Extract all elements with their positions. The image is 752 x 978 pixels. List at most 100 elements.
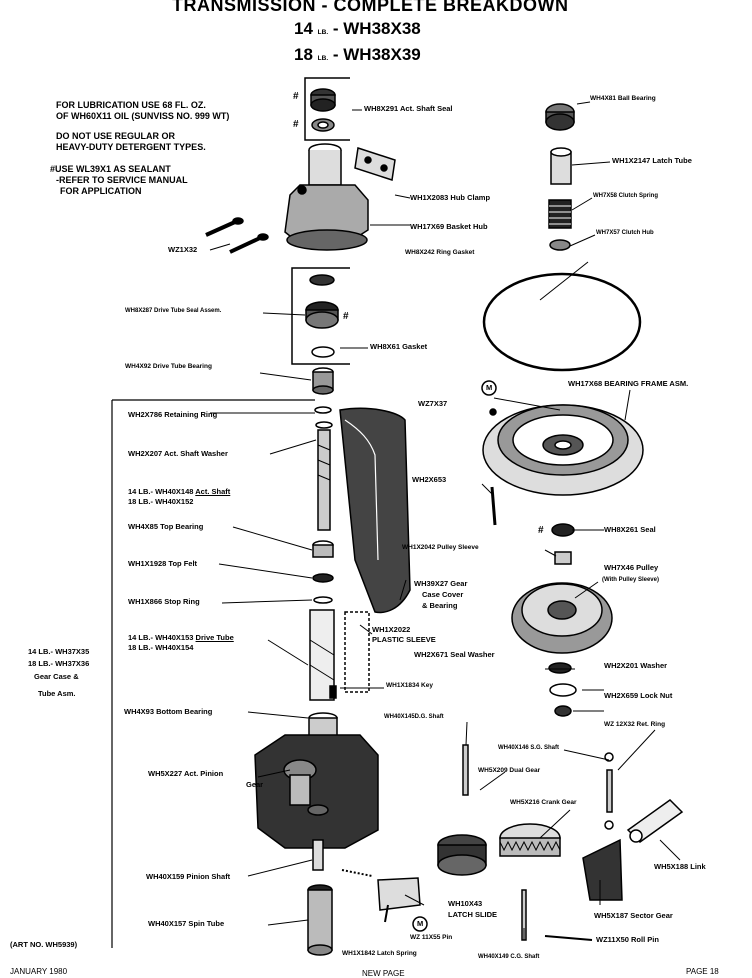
model-14-size: 14: [294, 19, 313, 38]
model-18-size: 18: [294, 45, 313, 64]
label-art-no: (ART NO. WH5939): [10, 940, 78, 949]
m-mark-2: M: [417, 919, 424, 928]
sealant-mark-3: #: [343, 311, 349, 322]
label-wz7x37: WZ7X37: [418, 399, 448, 408]
note-line-4: HEAVY-DUTY DETERGENT TYPES.: [56, 142, 206, 152]
label-retaining-ring: WH2X786 Retaining Ring: [128, 410, 218, 419]
label-drive-tube-seal: WH8X287 Drive Tube Seal Assem.: [125, 308, 222, 314]
label-gear-case-cover-1: WH39X27 Gear: [414, 579, 468, 588]
label-gear-case-cover-2: Case Cover: [422, 590, 464, 599]
m-circle-1: [481, 380, 497, 396]
label-sector-gear: WH5X187 Sector Gear: [594, 911, 673, 920]
label-hub-clamp: WH1X2083 Hub Clamp: [410, 193, 491, 202]
label-key: WH1X1834 Key: [386, 682, 433, 689]
dual-gear-part: [437, 834, 487, 876]
label-act-shaft-seal: WH8X291 Act. Shaft Seal: [364, 104, 453, 113]
label-plastic-sleeve-1: WH1X2022: [372, 625, 411, 634]
act-shaft-name: Act. Shaft: [195, 487, 231, 496]
sealant-mark-2: #: [293, 119, 299, 130]
roll-pin-part: [544, 935, 593, 941]
label-roll-pin: WZ11X50 Roll Pin: [596, 935, 659, 944]
act-shaft-14-code: 14 LB.- WH40X148: [128, 487, 194, 496]
label-act-shaft-18: 18 LB.- WH40X152: [128, 497, 194, 506]
bearing-frame-part: [482, 404, 644, 496]
seal-bracket: [304, 77, 350, 141]
label-ball-bearing: WH4X81 Ball Bearing: [590, 95, 656, 102]
sealant-mark-1: #: [293, 91, 299, 102]
model-14-part: - WH38X38: [332, 19, 421, 38]
drive-tube-bearing-part: [312, 367, 334, 395]
label-spin-tube: WH40X157 Spin Tube: [148, 919, 225, 928]
hub-clamp-part: [354, 147, 396, 181]
latch-slide-part: [341, 869, 421, 923]
wz1x32-bolts-part: [205, 217, 269, 254]
label-gear-case-name1: Gear Case &: [34, 672, 79, 681]
wh2x201-washer-part: [549, 683, 577, 697]
label-wz11x55: WZ 11X55 Pin: [410, 934, 453, 941]
label-dg-shaft: WH40X145D.G. Shaft: [384, 714, 444, 720]
label-latch-tube: WH1X2147 Latch Tube: [612, 156, 692, 165]
drive-tube-seal-part: [305, 274, 339, 358]
label-crank-gear: WH5X216 Crank Gear: [510, 799, 577, 806]
label-drive-tube-bearing: WH4X92 Drive Tube Bearing: [125, 363, 212, 370]
label-clutch-hub: WH7X57 Clutch Hub: [596, 230, 654, 236]
label-act-shaft-washer: WH2X207 Act. Shaft Washer: [128, 449, 228, 458]
clutch-spring-part: [548, 199, 572, 229]
sector-gear-part: [582, 838, 623, 901]
model-14-heading: 14 LB. - WH38X38: [294, 20, 421, 38]
drive-tube-14-code: 14 LB.- WH40X153: [128, 633, 194, 642]
label-link: WH5X188 Link: [654, 862, 706, 871]
label-wz1x32: WZ1X32: [168, 245, 198, 254]
note-line-6: -REFER TO SERVICE MANUAL: [56, 175, 188, 185]
label-ret-ring: WZ 12X32 Ret. Ring: [604, 721, 666, 728]
ball-bearing-part: [545, 103, 575, 131]
lock-nut-part: [554, 705, 572, 717]
label-wh2x653: WH2X653: [412, 475, 447, 484]
label-top-felt: WH1X1928 Top Felt: [128, 559, 198, 568]
wz7x37-screw-part: [489, 408, 497, 416]
label-gear-case-name2: Tube Asm.: [38, 689, 76, 698]
note-line-5: #USE WL39X1 AS SEALANT: [50, 164, 171, 174]
label-latch-slide-2: LATCH SLIDE: [448, 910, 498, 919]
ring-gasket-part: [482, 272, 642, 372]
label-act-pinion-gear-2: Gear: [246, 780, 264, 789]
model-18-heading: 18 LB. - WH38X39: [294, 46, 421, 64]
dg-shaft-part: [462, 744, 469, 796]
latch-spring-part: [341, 869, 373, 877]
label-basket-hub: WH17X69 Basket Hub: [410, 222, 488, 231]
label-top-bearing: WH4X85 Top Bearing: [128, 522, 204, 531]
gear-case-housing-part: [254, 712, 379, 871]
note-line-2: OF WH60X11 OIL (SUNVISS NO. 999 WT): [56, 111, 230, 121]
clutch-hub-part: [549, 239, 571, 251]
note-line-1: FOR LUBRICATION USE 68 FL. OZ.: [56, 100, 206, 110]
label-ring-gasket: WH8X242 Ring Gasket: [405, 249, 475, 256]
pulley-sleeve-part: [554, 551, 572, 565]
label-stop-ring: WH1X866 Stop Ring: [128, 597, 200, 606]
label-act-pinion-gear-1: WH5X227 Act. Pinion: [148, 769, 224, 778]
label-gear-case-cover-3: & Bearing: [422, 601, 458, 610]
basket-hub-part: [284, 143, 369, 251]
model-18-unit: LB.: [317, 55, 329, 62]
note-line-3: DO NOT USE REGULAR OR: [56, 131, 176, 141]
label-cg-shaft: WH40X149 C.G. Shaft: [478, 954, 540, 960]
label-plastic-sleeve-2: PLASTIC SLEEVE: [372, 635, 436, 644]
label-sg-shaft: WH40X146 S.G. Shaft: [498, 745, 560, 751]
label-seal-washer: WH2X671 Seal Washer: [414, 650, 495, 659]
m-circle-2: [412, 916, 428, 932]
label-gear-case-18: 18 LB.- WH37X36: [28, 659, 90, 668]
note-line-7: FOR APPLICATION: [60, 186, 142, 196]
pulley-part: [511, 582, 613, 654]
label-gear-case-14: 14 LB.- WH37X35: [28, 647, 90, 656]
label-latch-spring: WH1X1842 Latch Spring: [342, 950, 417, 957]
model-18-part: - WH38X39: [332, 45, 421, 64]
crank-gear-part: [499, 823, 561, 857]
diagram-title: TRANSMISSION - COMPLETE BREAKDOWN: [172, 0, 569, 15]
label-clutch-spring: WH7X58 Clutch Spring: [593, 193, 659, 199]
label-pulley-note: (With Pulley Sleeve): [602, 577, 659, 583]
label-lock-nut: WH2X659 Lock Nut: [604, 691, 673, 700]
label-washer: WH2X201 Washer: [604, 661, 668, 670]
drive-tube-seal-bracket: [291, 267, 350, 365]
sg-shaft-part: [606, 769, 613, 813]
sealant-mark-4: #: [538, 525, 544, 536]
